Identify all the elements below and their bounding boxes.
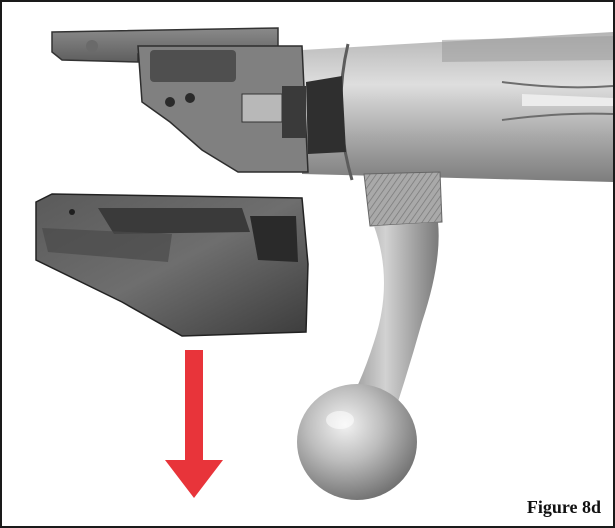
removed-part [35, 193, 309, 337]
bolt-shroud-assembly [51, 27, 346, 173]
figure-caption: Figure 8d [524, 497, 603, 518]
down-arrow-icon [165, 350, 223, 498]
bolt-handle [297, 171, 443, 500]
bolt-body [302, 32, 613, 182]
